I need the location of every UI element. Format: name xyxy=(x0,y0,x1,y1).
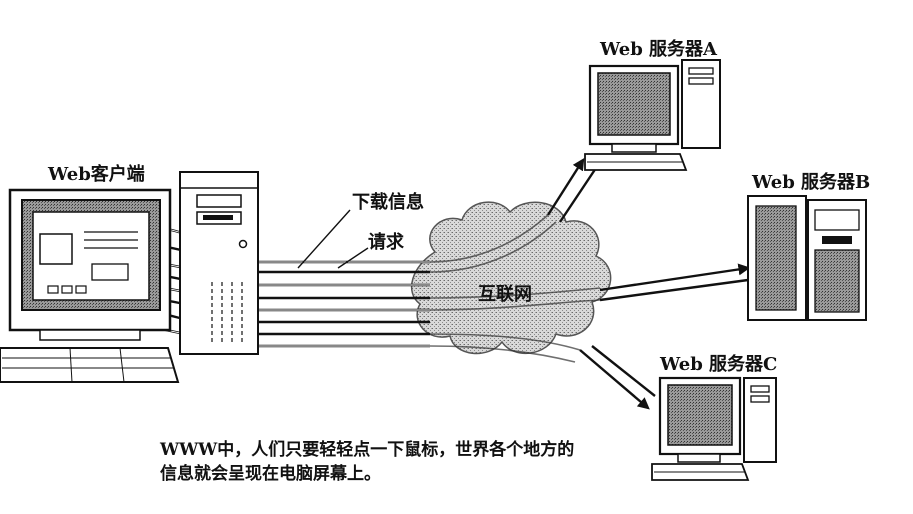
label-leaders xyxy=(297,209,369,269)
caption-line-2: 信息就会呈现在电脑屏幕上。 xyxy=(160,464,381,484)
web-server-c xyxy=(651,376,777,481)
arrow-to-server-a xyxy=(546,157,599,223)
arrow-to-server-b xyxy=(599,263,751,302)
internet-cloud xyxy=(410,201,612,355)
arrow-to-server-c xyxy=(579,345,656,410)
web-client-computer xyxy=(0,171,259,383)
web-server-a xyxy=(584,59,721,171)
label-web-server-a: Web 服务器A xyxy=(600,39,718,60)
label-internet: 互联网 xyxy=(478,284,532,305)
diagram-caption: WWW中，人们只要轻轻点一下鼠标，世界各个地方的 信息就会呈现在电脑屏幕上。 xyxy=(160,438,680,486)
label-web-server-c: Web 服务器C xyxy=(660,354,778,375)
label-request: 请求 xyxy=(368,232,404,253)
label-web-server-b: Web 服务器B xyxy=(752,172,871,193)
web-server-b xyxy=(747,195,867,321)
label-web-client: Web客户端 xyxy=(48,164,145,185)
cloud-routes xyxy=(429,214,601,363)
label-download-info: 下载信息 xyxy=(352,192,424,213)
caption-line-1: WWW中，人们只要轻轻点一下鼠标，世界各个地方的 xyxy=(160,440,575,460)
